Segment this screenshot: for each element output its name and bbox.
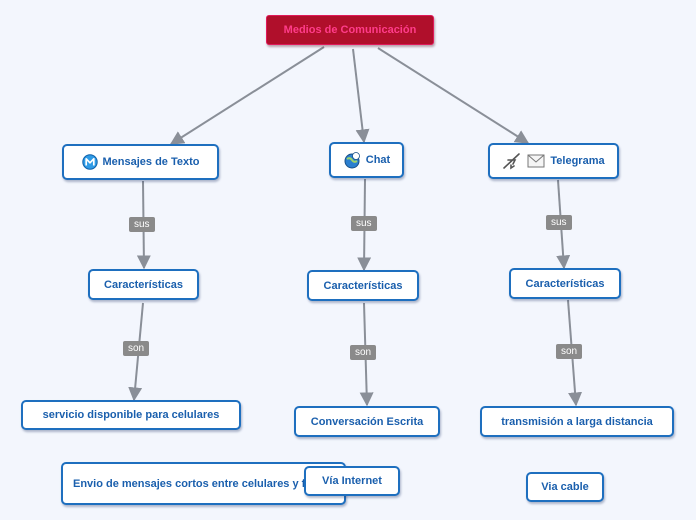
node-telegrama-label: Telegrama: [550, 155, 605, 167]
node-chat-caracteristicas[interactable]: Características: [307, 270, 419, 301]
node-chat-label: Chat: [365, 154, 391, 166]
relation-label-mensajes-son: son: [123, 341, 150, 356]
leaf-label: Vía Internet: [322, 475, 382, 487]
caracteristicas-label: Características: [525, 277, 605, 290]
node-via-cable[interactable]: Via cable: [526, 472, 604, 502]
root-label: Medios de Comunicación: [283, 24, 417, 36]
caracteristicas-label: Características: [104, 278, 183, 291]
leaf-label: Conversación Escrita: [310, 415, 424, 428]
messenger-m-icon: [81, 154, 98, 170]
node-envio-mensajes-cortos[interactable]: Envio de mensajes cortos entre celulares…: [61, 462, 346, 505]
relation-label-mensajes-sus: sus: [129, 217, 155, 232]
caracteristicas-label: Características: [323, 279, 403, 292]
globe-chat-icon: [343, 151, 361, 169]
node-chat[interactable]: Chat: [329, 142, 404, 178]
relation-label-telegrama-sus: sus: [546, 215, 572, 230]
link-root-telegrama: [377, 47, 530, 144]
airplane-icon: [502, 152, 522, 170]
leaf-label: servicio disponible para celulares: [42, 409, 220, 421]
link-root-mensajes: [169, 46, 325, 145]
node-telegrama[interactable]: Telegrama: [488, 143, 619, 179]
node-mensajes-label: Mensajes de Texto: [102, 156, 200, 168]
node-servicio-disponible[interactable]: servicio disponible para celulares: [21, 400, 241, 430]
root-node[interactable]: Medios de Comunicación: [266, 15, 434, 45]
envelope-icon: [527, 154, 545, 168]
link-root-chat: [352, 48, 370, 144]
leaf-label: Envio de mensajes cortos entre celulares…: [73, 477, 325, 490]
relation-label-telegrama-son: son: [556, 344, 583, 359]
node-transmision-larga-distancia[interactable]: transmisión a larga distancia: [480, 406, 674, 437]
node-telegrama-caracteristicas[interactable]: Características: [509, 268, 621, 299]
node-conversacion-escrita[interactable]: Conversación Escrita: [294, 406, 440, 437]
leaf-label: transmisión a larga distancia: [501, 415, 653, 428]
node-mensajes-caracteristicas[interactable]: Características: [88, 269, 199, 300]
node-mensajes-de-texto[interactable]: Mensajes de Texto: [62, 144, 219, 180]
leaf-label: Via cable: [541, 481, 589, 493]
relation-label-chat-son: son: [350, 345, 377, 360]
relation-label-chat-sus: sus: [351, 216, 377, 231]
node-via-internet[interactable]: Vía Internet: [304, 466, 400, 496]
